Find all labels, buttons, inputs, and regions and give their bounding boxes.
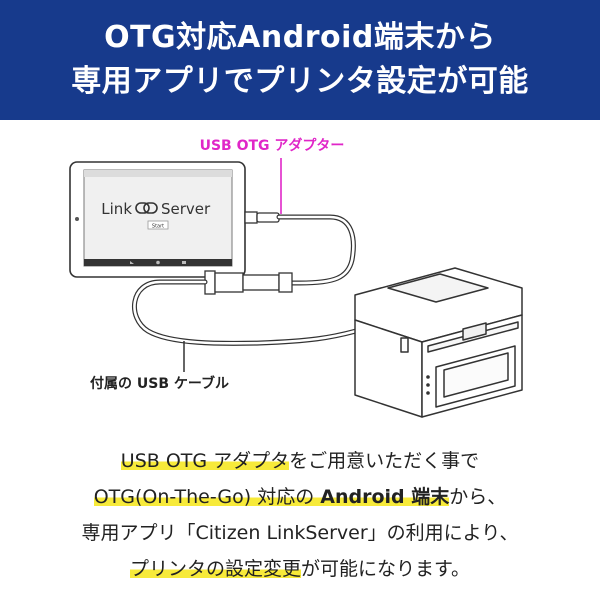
banner-title-line1: OTG対応Android端末から: [104, 20, 496, 55]
tablet-icon: [69, 161, 246, 278]
adapter-label: USB OTG アダプター: [200, 137, 345, 154]
description-line4: プリンタの設定変更が可能になります。: [0, 551, 600, 587]
description-text: から、: [449, 486, 507, 508]
description-highlight: USB OTG アダプタ: [120, 450, 290, 472]
description-line3: 専用アプリ「Citizen LinkServer」の利用により、: [81, 522, 519, 544]
description-highlight: OTG(On-The-Go) 対応の: [93, 486, 321, 508]
label-printer-icon: [354, 267, 523, 418]
otg-adapter-icon: [244, 211, 280, 224]
description: USB OTG アダプタをご用意いただく事で OTG(On-The-Go) 対応…: [0, 443, 600, 587]
usb-cable: [132, 279, 359, 346]
description-highlight: プリンタの設定変更: [129, 558, 301, 580]
link-chain-icon: [135, 202, 158, 214]
description-bold-android: Android 端末: [320, 486, 450, 508]
printer-indicator-leds: [426, 375, 430, 395]
cable-label: 付属の USB ケーブル: [90, 375, 229, 392]
description-line1: USB OTG アダプタをご用意いただく事で: [0, 443, 600, 479]
description-text: をご用意いただく事で: [289, 450, 480, 472]
app-title-link: Link: [101, 200, 132, 218]
description-text: が可能になります。: [300, 558, 471, 580]
app-title-server: Server: [161, 200, 211, 218]
usb-connector-icon: [204, 270, 293, 295]
start-button-label: Start: [152, 224, 164, 230]
header-banner: OTG対応Android端末から 専用アプリでプリンタ設定が可能: [0, 0, 600, 120]
connection-illustration: USB OTG アダプター Link Server Start 付属の USB …: [69, 137, 523, 418]
description-line2: OTG(On-The-Go) 対応の Android 端末から、: [0, 479, 600, 515]
start-button[interactable]: [147, 220, 169, 230]
banner-title-line2: 専用アプリでプリンタ設定が可能: [71, 64, 529, 99]
